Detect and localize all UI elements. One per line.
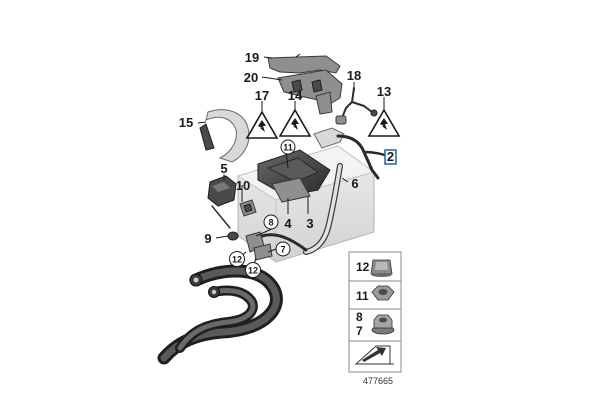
reference-arrow-icon [354, 345, 394, 365]
diagram-number: 477665 [363, 376, 393, 386]
callout-2-box: 2 [384, 149, 397, 165]
callout-13: 13 [377, 84, 391, 99]
terminal-cover [257, 149, 331, 203]
circled-callout-12b: 12 [245, 262, 261, 278]
callout-17: 17 [255, 88, 269, 103]
main-cable-lower [157, 264, 283, 365]
legend-row-1: 12 [356, 259, 393, 277]
callout-10: 10 [236, 178, 250, 193]
part-9-probe [211, 205, 239, 241]
warning-triangle-17 [245, 110, 279, 139]
circled-callout-11: 11 [280, 139, 296, 155]
legend-panel: 12 11 8 7 [348, 251, 402, 373]
callout-4: 4 [284, 216, 292, 231]
hex-nut-icon [371, 285, 395, 301]
battery-cable-down [303, 163, 343, 255]
callout-11: 11 [283, 143, 293, 153]
part-18-sensor-cable [335, 87, 378, 125]
battery-cable-top [313, 127, 391, 180]
callout-12a: 12 [232, 255, 242, 265]
flange-nut-icon [371, 314, 395, 335]
cable-connector [245, 231, 308, 261]
part-19-bracket [267, 53, 341, 74]
callout-8: 8 [268, 218, 273, 228]
callout-9: 9 [204, 231, 211, 246]
legend-label-8: 8 [356, 310, 363, 324]
part-5-module [207, 175, 237, 207]
warning-triangle-13 [367, 108, 401, 137]
circled-callout-7: 7 [275, 241, 291, 257]
circled-callout-8: 8 [263, 214, 279, 230]
clip-nut-icon [370, 259, 393, 277]
legend-label-7: 7 [356, 324, 363, 338]
part-15-heat-shield [197, 109, 250, 163]
callout-18: 18 [347, 68, 361, 83]
legend-label-11: 11 [356, 289, 369, 303]
callout-2: 2 [387, 149, 394, 164]
callout-12b: 12 [248, 266, 258, 276]
callout-20: 20 [244, 70, 258, 85]
callout-5: 5 [220, 161, 227, 176]
warning-triangle-14 [278, 108, 312, 137]
legend-label-12: 12 [356, 260, 370, 274]
callout-14: 14 [288, 88, 303, 103]
callout-3: 3 [306, 216, 313, 231]
callout-6: 6 [351, 176, 358, 191]
legend-row-3: 8 7 [356, 310, 395, 338]
callout-15: 15 [179, 115, 193, 130]
legend-row-2: 11 [356, 285, 395, 303]
callout-19: 19 [245, 50, 259, 65]
callout-7: 7 [280, 245, 285, 255]
circled-callout-12a: 12 [229, 251, 245, 267]
part-10-clip [239, 199, 257, 217]
part-20-holder [277, 69, 343, 115]
